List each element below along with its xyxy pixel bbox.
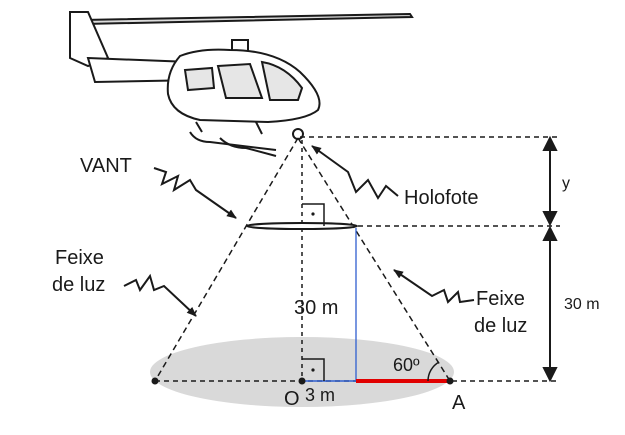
feixe-label-right-line1: Feixe bbox=[476, 288, 525, 310]
feixe-label-left-line2: de luz bbox=[52, 274, 106, 296]
angle-label: 60º bbox=[393, 355, 420, 375]
dimension-arrows bbox=[542, 135, 558, 383]
feixe-label-right-line2: de luz bbox=[474, 315, 528, 337]
thirty-m-right-label: 30 m bbox=[564, 296, 600, 313]
three-m-label: 3 m bbox=[305, 385, 336, 405]
point-a-dot bbox=[446, 377, 454, 385]
vant-label: VANT bbox=[80, 155, 132, 177]
angle-arc bbox=[427, 361, 440, 382]
y-label: y bbox=[562, 175, 570, 192]
zigzag-arrow-icon bbox=[123, 145, 475, 317]
feixe-label-left-line1: Feixe bbox=[55, 247, 104, 269]
right-angle-mark-icon bbox=[302, 203, 325, 381]
light-beam bbox=[154, 136, 560, 382]
helicopter-icon bbox=[69, 11, 414, 157]
point-a-label: A bbox=[452, 392, 466, 414]
holofote-label: Holofote bbox=[404, 187, 479, 209]
thirty-m-inner-label: 30 m bbox=[294, 297, 339, 319]
point-o-dot bbox=[298, 377, 306, 385]
point-left-edge bbox=[151, 377, 159, 385]
point-o-label: O bbox=[284, 388, 300, 410]
vant-disc bbox=[246, 222, 358, 230]
